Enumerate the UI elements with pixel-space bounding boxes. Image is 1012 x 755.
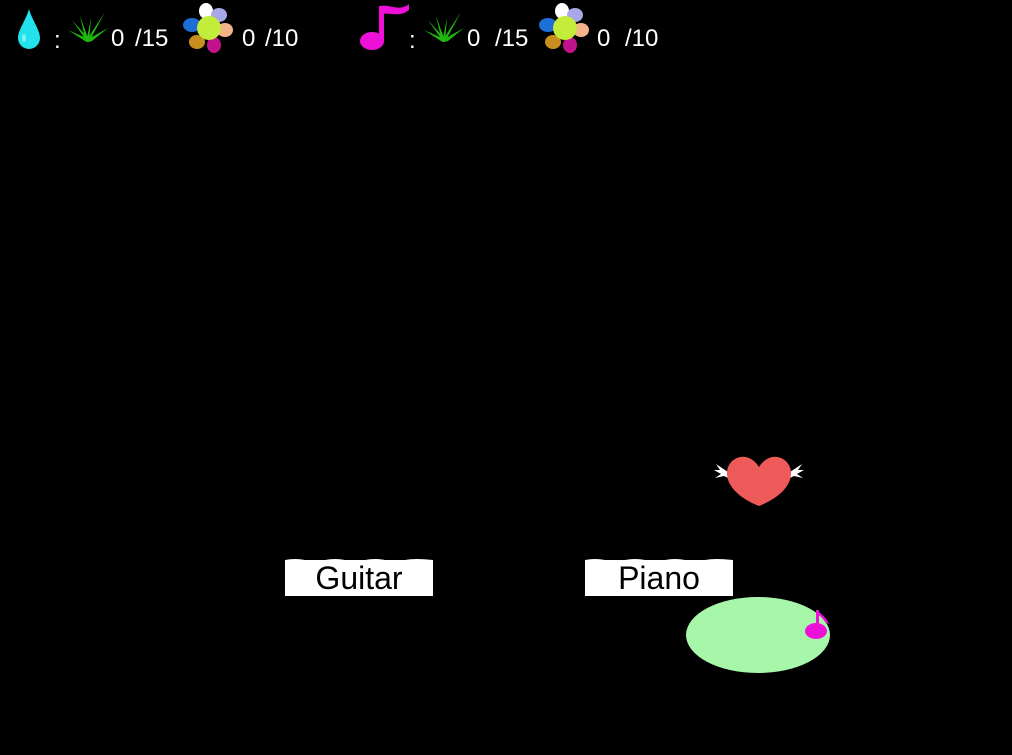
pond[interactable]	[686, 596, 834, 676]
grass-icon	[68, 12, 108, 42]
guitar-button-label: Guitar	[315, 560, 403, 596]
hud-music-grass-total: /15	[495, 25, 529, 52]
hud-music-flower-count: 0	[597, 25, 611, 52]
button-top-edge	[285, 559, 433, 562]
flower-icon	[183, 3, 233, 53]
hud-music-grass-count: 0	[467, 25, 481, 52]
hud-water-grass-count: 0	[111, 25, 125, 52]
piano-button-label: Piano	[618, 560, 700, 596]
winged-heart-icon[interactable]	[712, 452, 806, 510]
flower-icon	[539, 3, 589, 53]
hud-water-grass-total: /15	[135, 25, 169, 52]
hud-music-separator: :	[409, 27, 416, 54]
water-drop-icon	[18, 9, 40, 49]
piano-button[interactable]: Piano	[585, 559, 733, 596]
hud-water-separator: :	[54, 27, 61, 54]
hud-water-flower-count: 0	[242, 25, 256, 52]
music-note-icon	[360, 4, 409, 50]
button-top-edge	[585, 559, 733, 562]
guitar-button[interactable]: Guitar	[285, 559, 433, 596]
music-note-player-icon[interactable]	[803, 606, 833, 642]
hud-music-flower-total: /10	[625, 25, 659, 52]
grass-icon	[424, 12, 464, 42]
hud-water-flower-total: /10	[265, 25, 299, 52]
